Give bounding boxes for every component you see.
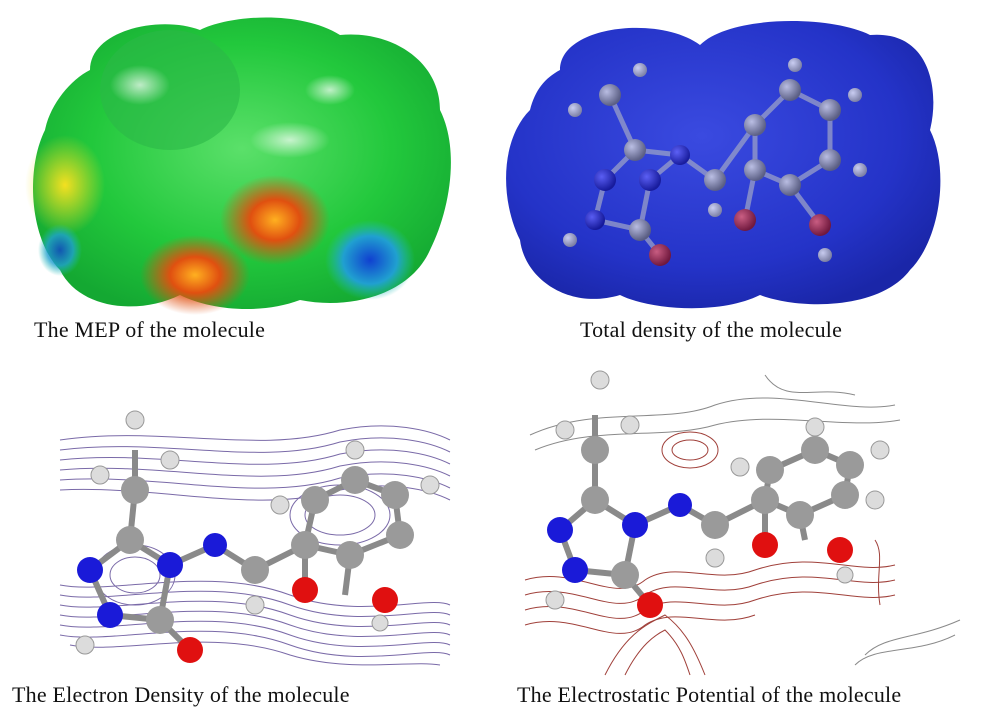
total-density-panel: Total density of the molecule: [500, 10, 970, 342]
electron-density-panel: The Electron Density of the molecule: [10, 395, 480, 713]
total-density-molecule: [563, 58, 867, 266]
electrostatic-potential-caption: The Electrostatic Potential of the molec…: [517, 682, 902, 707]
mep-surface-image: [25, 17, 451, 315]
electrostatic-potential-panel: The Electrostatic Potential of the molec…: [515, 365, 990, 713]
total-density-image: [506, 21, 941, 309]
total-density-caption: Total density of the molecule: [580, 317, 843, 342]
electron-density-image: [59, 410, 451, 666]
electron-density-caption: The Electron Density of the molecule: [12, 682, 350, 707]
electrostatic-potential-molecule: [545, 370, 890, 618]
electrostatic-potential-image: [524, 370, 961, 676]
electrostatic-potential-contours: [524, 374, 961, 676]
mep-caption: The MEP of the molecule: [34, 317, 266, 342]
mep-panel: The MEP of the molecule: [20, 10, 470, 342]
electron-density-molecule: [75, 410, 440, 663]
